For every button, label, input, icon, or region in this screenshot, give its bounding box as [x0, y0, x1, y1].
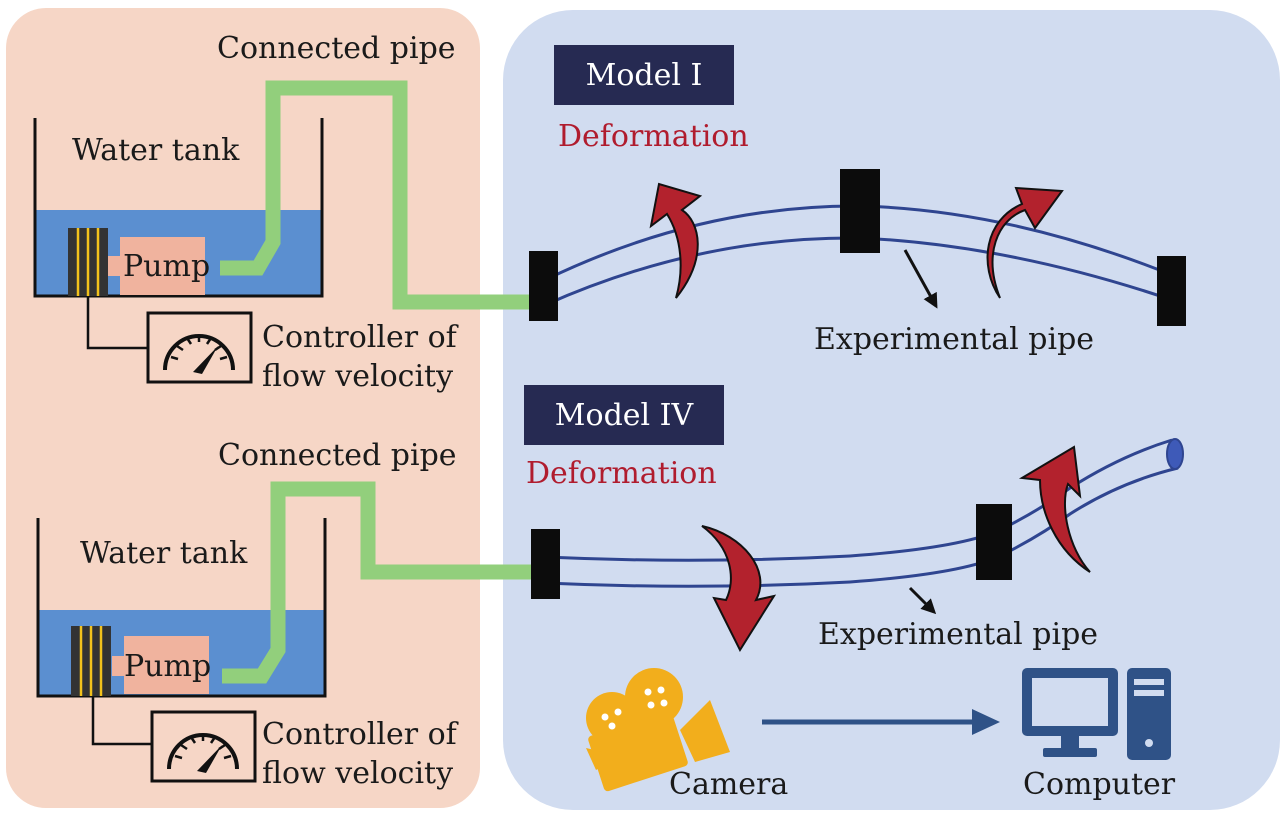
model-iv-pipe-end [1166, 438, 1184, 470]
top-setup: Pump Connected pipe Water tank Controlle… [33, 31, 540, 394]
model-iv-pipe-upper [544, 438, 1173, 562]
top-filter [68, 228, 108, 296]
video-camera-icon [586, 668, 730, 792]
model-iv-experimental-pipe-label: Experimental pipe [818, 617, 1098, 652]
model-i-deformation-arrow-right [986, 186, 1064, 299]
computer-label: Computer [1023, 767, 1176, 802]
top-connected-pipe [220, 80, 540, 310]
top-controller-label-1: Controller of [262, 320, 459, 355]
gauge-icon [163, 334, 235, 374]
bottom-connected-pipe [222, 481, 540, 684]
right-panel [503, 10, 1280, 810]
model-i-title: Model I [586, 58, 703, 93]
model-i-deformation-arrow-left [649, 182, 703, 299]
model-iv-deformation: Deformation [526, 456, 717, 491]
model-i-clamp-right [1157, 256, 1186, 326]
model-iv-deformation-arrow-right [1018, 445, 1091, 573]
bottom-filter [71, 626, 111, 696]
model-iv-box [524, 385, 724, 445]
model-iv-pipe-lower [544, 466, 1179, 588]
bottom-water-tank [36, 518, 327, 698]
model-iv-title: Model IV [555, 398, 695, 433]
top-pump-label: Pump [123, 249, 210, 284]
bottom-connected-pipe-label: Connected pipe [218, 438, 457, 473]
model-iv-deformation-arrow-left [701, 525, 777, 653]
model-i-experimental-pipe-label: Experimental pipe [814, 322, 1094, 357]
bottom-setup: Pump Connected pipe Water tank Controlle… [36, 438, 540, 791]
bottom-controller-wire [91, 696, 152, 746]
model-i: Model I Deformation Experimental pipe [529, 45, 1186, 357]
model-iv-clamp-left [531, 529, 560, 599]
model-iv-clamp-right [976, 504, 1012, 580]
top-water-tank [33, 118, 324, 298]
top-water-tank-label: Water tank [72, 133, 240, 168]
top-controller-label-2: flow velocity [262, 359, 453, 394]
model-iv-pointer-arrow [908, 586, 937, 615]
model-i-box [554, 45, 734, 105]
top-pump-nozzle [108, 256, 124, 276]
bottom-water-tank-label: Water tank [80, 536, 248, 571]
top-pump-body [120, 237, 205, 295]
bottom-pump-body [124, 636, 209, 694]
bottom-pump-nozzle [112, 656, 128, 676]
top-connected-pipe-label: Connected pipe [217, 31, 456, 66]
top-controller-wire [86, 296, 148, 350]
left-panel [6, 8, 480, 808]
bottom-controller-label-2: flow velocity [262, 756, 453, 791]
computer-icon [1022, 668, 1171, 760]
model-i-deformation: Deformation [558, 119, 749, 154]
arrow-right-icon [762, 709, 1000, 735]
gauge-icon [167, 733, 239, 773]
model-i-clamp-left [529, 251, 558, 321]
model-i-pointer-arrow [903, 249, 938, 309]
bottom-controller-label-1: Controller of [262, 717, 459, 752]
model-i-clamp-middle [840, 169, 880, 253]
bottom-pump-label: Pump [124, 649, 211, 684]
model-iv: Model IV Deformation Experimental pipe [524, 385, 1184, 653]
camera-label: Camera [669, 767, 788, 802]
